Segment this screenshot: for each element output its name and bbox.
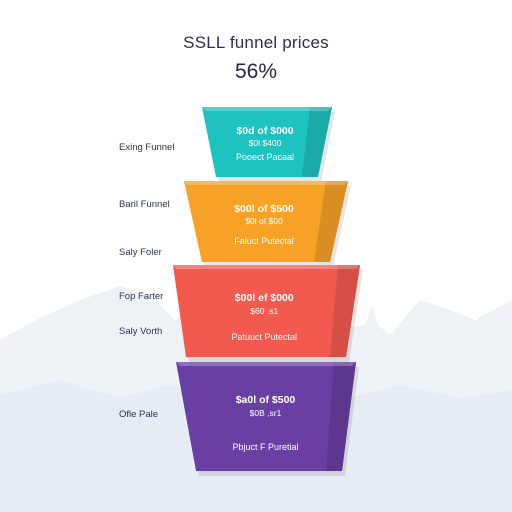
funnel-stage-face [176,362,356,471]
funnel-stage-label: $0l $400 [249,138,282,148]
side-label: Baril Funnel [119,199,170,210]
funnel-stage-label: $a0l of $500 [236,394,296,406]
funnel-stage-label: Pooect Pacaal [236,152,294,162]
side-label: Saly Vorth [119,326,163,337]
funnel-stage-rim [176,362,356,366]
side-label: Fop Farter [119,291,164,302]
funnel-stage-label: $0l of $00 [245,216,283,226]
funnel-stage-side [314,181,348,262]
funnel-stage-label: $0B ,sr1 [250,408,282,418]
funnel-stage-side [326,362,356,471]
funnel-stage-rim [184,181,348,185]
funnel-stage-face [184,181,348,262]
funnel-stage-label: Faluct Putectal [234,236,294,246]
headline-value: 56% [234,60,278,83]
side-label: Ofle Pale [119,409,159,420]
funnel-stage-label: $00l ef $000 [235,292,294,304]
side-label: Saly Foler [119,247,162,258]
funnel-stage-label: $60 .s1 [250,306,278,316]
funnel-stage-rim [202,107,332,111]
funnel-stage-label: Pbjuct F Puretial [232,442,298,452]
funnel-stage-label: Patuuct Putectal [231,332,297,342]
funnel-stage-side [330,265,360,357]
funnel-stage-face [173,265,360,357]
chart-title: SSLL funnel prices [183,33,329,52]
funnel-stage-face [202,107,332,177]
funnel-stage-rim [173,265,360,269]
funnel-stage-side [302,107,332,177]
side-label: Exing Funnel [119,142,175,153]
funnel-stage-label: $0d of $000 [236,125,293,137]
funnel-stage-label: $00l of $500 [234,203,294,215]
